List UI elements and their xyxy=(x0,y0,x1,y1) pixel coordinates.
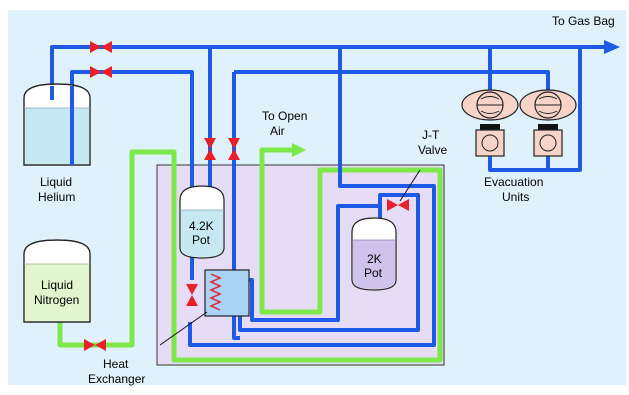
main-gas-bag-line xyxy=(50,45,605,88)
open-air-arrow xyxy=(292,143,306,157)
label-liquid-helium-line2: Helium xyxy=(38,190,75,204)
valves xyxy=(84,41,409,351)
label-to-open-air-line2: Air xyxy=(270,124,285,138)
hx-to-2k-line xyxy=(240,204,380,322)
nitrogen-shield-line xyxy=(57,147,443,363)
liquid-helium-dewar xyxy=(23,83,91,166)
valve-center-line[interactable] xyxy=(228,138,240,160)
label-evacuation-line1: Evacuation xyxy=(484,175,543,189)
outer-loop-line xyxy=(188,47,436,347)
gas-bag-arrow xyxy=(604,40,620,54)
pot-42k xyxy=(179,185,225,259)
label-jt-line2: Valve xyxy=(418,143,447,157)
label-heat-exchanger-line2: Exchanger xyxy=(88,372,145,386)
label-liquid-helium-line1: Liquid xyxy=(40,175,72,189)
label-pot42-line2: Pot xyxy=(192,233,211,247)
valve-top-2[interactable] xyxy=(90,66,112,78)
valve-top-1[interactable] xyxy=(90,41,112,53)
pot-2k xyxy=(351,217,397,291)
center-line xyxy=(232,72,240,340)
label-pot2-line2: Pot xyxy=(364,266,383,280)
label-to-open-air-line1: To Open xyxy=(262,109,307,123)
label-liquid-nitrogen-line2: Nitrogen xyxy=(34,293,79,307)
pump-2 xyxy=(519,89,577,157)
label-pot42-line1: 4.2K xyxy=(189,219,214,233)
label-liquid-nitrogen-line1: Liquid xyxy=(41,278,73,292)
jt-leader-line xyxy=(399,169,421,202)
pump-join-line xyxy=(488,156,548,172)
nitrogen-lines xyxy=(57,147,443,363)
hx-leader-line xyxy=(159,311,208,346)
pump-outlet-line xyxy=(546,47,582,172)
heat-exchanger xyxy=(204,269,250,317)
label-heat-exchanger-line1: Heat xyxy=(103,357,129,371)
liquid-nitrogen-dewar xyxy=(23,239,91,323)
label-to-gas-bag: To Gas Bag xyxy=(552,14,615,28)
valve-jt[interactable] xyxy=(387,199,409,211)
label-pot2-line1: 2K xyxy=(367,252,382,266)
valve-nitrogen[interactable] xyxy=(84,339,106,351)
label-jt-line1: J-T xyxy=(422,128,440,142)
valve-hx-bypass[interactable] xyxy=(186,284,198,306)
valve-pot42-feed[interactable] xyxy=(204,138,216,160)
label-evacuation-line2: Units xyxy=(502,190,529,204)
inner-loop-line xyxy=(238,193,420,332)
pump-1 xyxy=(461,89,519,157)
